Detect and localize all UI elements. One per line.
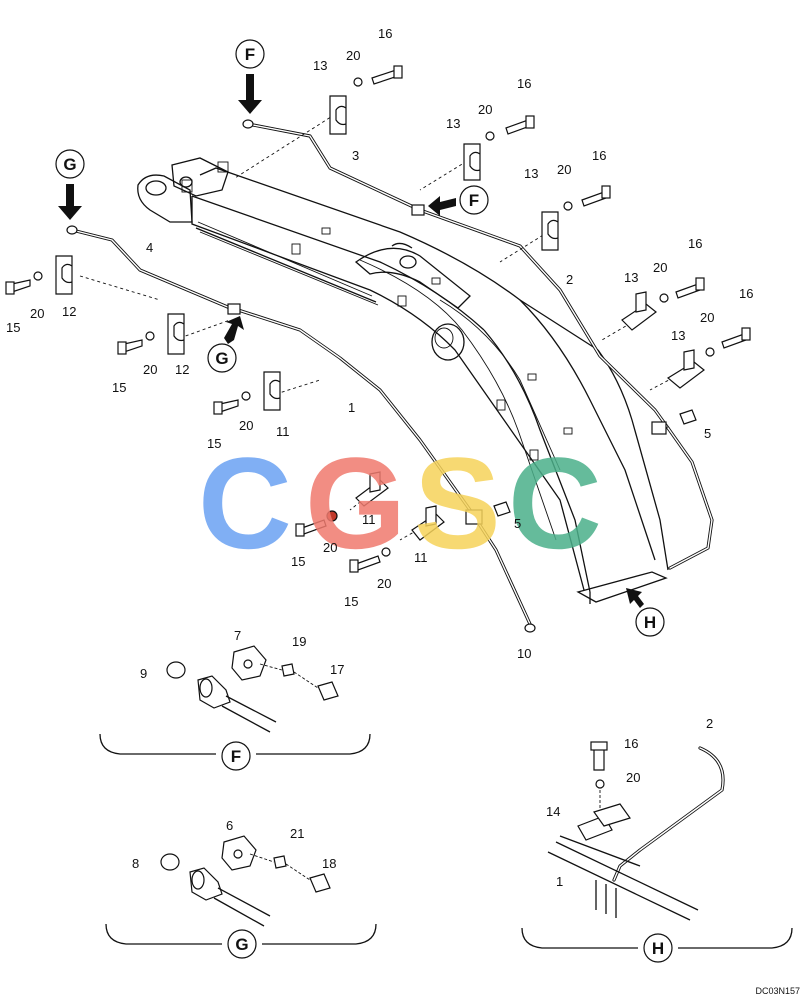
- clamp-13-group-3: [541, 185, 611, 251]
- view-marker-f-top: F: [245, 45, 255, 64]
- callout-10: 10: [517, 646, 531, 661]
- view-marker-g-mid: G: [215, 349, 228, 368]
- callout-13: 13: [624, 270, 638, 285]
- callout-20: 20: [557, 162, 571, 177]
- pipe-union: [651, 421, 667, 435]
- clamp-13-group-2: [463, 115, 535, 181]
- clamp-11-group-1: [213, 371, 281, 415]
- detail-view-g: G 6 21 8 18: [105, 818, 377, 959]
- clamp-13-group-1: [329, 65, 403, 135]
- callout-3: 3: [352, 148, 359, 163]
- watermark-letter-2: G: [305, 430, 406, 576]
- callout-20: 20: [377, 576, 391, 591]
- callout-1: 1: [348, 400, 355, 415]
- callout-16: 16: [624, 736, 638, 751]
- callout-20: 20: [30, 306, 44, 321]
- callout-18: 18: [322, 856, 336, 871]
- clamp-12-group-2: [117, 313, 185, 355]
- callout-19: 19: [292, 634, 306, 649]
- callout-5: 5: [704, 426, 711, 441]
- callout-8: 8: [132, 856, 139, 871]
- callout-12: 12: [175, 362, 189, 377]
- view-marker-h: H: [644, 613, 656, 632]
- callout-4: 4: [146, 240, 153, 255]
- detail-h-marker: H: [652, 939, 664, 958]
- plug-5-group: [493, 409, 697, 517]
- detail-f-marker: F: [231, 747, 241, 766]
- view-marker-f-right: F: [469, 191, 479, 210]
- pipe-1: [66, 119, 536, 633]
- callout-9: 9: [140, 666, 147, 681]
- callout-20: 20: [653, 260, 667, 275]
- callout-15: 15: [291, 554, 305, 569]
- view-arrow-g-top: G: [55, 149, 85, 220]
- callout-20: 20: [323, 540, 337, 555]
- callout-13: 13: [446, 116, 460, 131]
- callout-13: 13: [671, 328, 685, 343]
- callout-20: 20: [478, 102, 492, 117]
- pipe-2: [651, 421, 714, 570]
- watermark-letter-4: C: [508, 430, 602, 576]
- clamp-13-group-4: [621, 277, 705, 331]
- clamp-11-group-3: [349, 505, 445, 573]
- callout-20: 20: [346, 48, 360, 63]
- callout-20: 20: [143, 362, 157, 377]
- view-arrow-f-top: F: [235, 39, 265, 114]
- callout-7: 7: [234, 628, 241, 643]
- callout-17: 17: [330, 662, 344, 677]
- callout-15: 15: [6, 320, 20, 335]
- clamp-11-group-2: [295, 471, 389, 537]
- callout-16: 16: [739, 286, 753, 301]
- pipe-4: [70, 228, 232, 310]
- callout-15: 15: [207, 436, 221, 451]
- callout-20: 20: [700, 310, 714, 325]
- callout-2: 2: [566, 272, 573, 287]
- detail-view-h: H 2 16 20 14 1: [521, 716, 793, 963]
- callout-12: 12: [62, 304, 76, 319]
- callout-13: 13: [524, 166, 538, 181]
- watermark-letter-1: C: [198, 430, 292, 576]
- callout-16: 16: [688, 236, 702, 251]
- cgsc-watermark: C G S C: [198, 430, 602, 576]
- callout-16: 16: [378, 26, 392, 41]
- clamp-12-group-1: [5, 255, 73, 295]
- callout-15: 15: [344, 594, 358, 609]
- callout-11: 11: [362, 512, 376, 527]
- view-marker-g-top: G: [63, 155, 76, 174]
- drawing-code: DC03N157: [755, 986, 800, 996]
- callout-20: 20: [239, 418, 253, 433]
- view-arrow-g-mid: G: [207, 316, 244, 373]
- view-arrow-h: H: [626, 588, 665, 637]
- clamp-13-group-5: [666, 327, 751, 389]
- pipe-3: [246, 122, 670, 430]
- callout-20: 20: [626, 770, 640, 785]
- callout-2: 2: [706, 716, 713, 731]
- callout-1: 1: [556, 874, 563, 889]
- callout-labels: 13 20 16 13 20 16 13 20 16 13 20 16 13 2…: [6, 26, 753, 661]
- callout-6: 6: [226, 818, 233, 833]
- detail-g-marker: G: [235, 935, 248, 954]
- callout-13: 13: [313, 58, 327, 73]
- callout-11: 11: [414, 550, 428, 565]
- watermark-letter-3: S: [414, 430, 501, 576]
- callout-5: 5: [514, 516, 521, 531]
- callout-11: 11: [276, 424, 290, 439]
- callout-15: 15: [112, 380, 126, 395]
- callout-21: 21: [290, 826, 304, 841]
- detail-view-f: F 7 19 9 17: [99, 628, 371, 771]
- callout-16: 16: [517, 76, 531, 91]
- view-arrow-f-right: F: [428, 185, 489, 216]
- callout-14: 14: [546, 804, 560, 819]
- callout-16: 16: [592, 148, 606, 163]
